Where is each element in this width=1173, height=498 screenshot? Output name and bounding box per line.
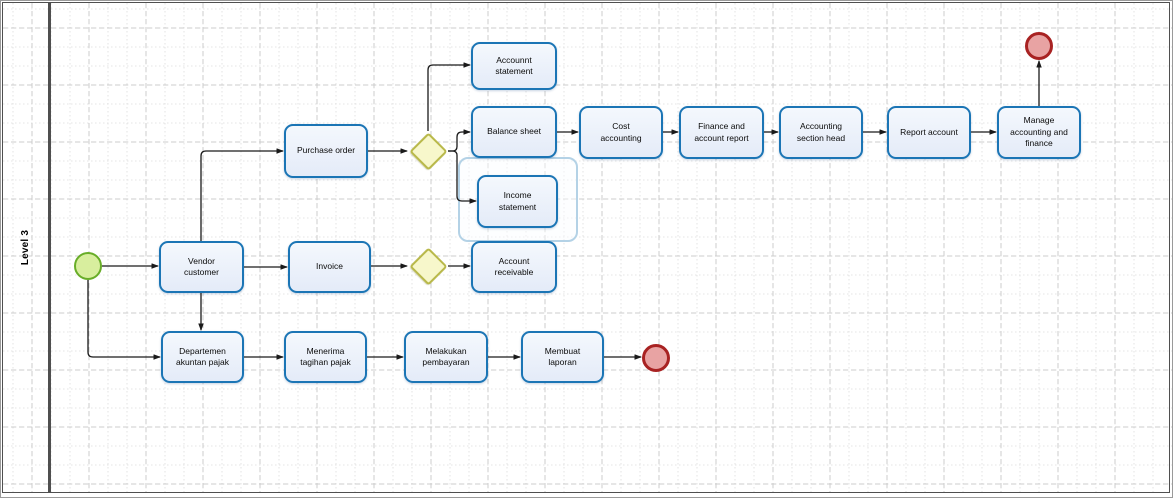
lane-label: Level 3 xyxy=(20,229,31,266)
task-label: Finance and account report xyxy=(694,121,749,143)
task-membuat-laporan[interactable]: Membuat laporan xyxy=(521,331,604,383)
task-label: Invoice xyxy=(316,261,343,272)
task-report-account[interactable]: Report account xyxy=(887,106,971,159)
task-label: Balance sheet xyxy=(487,126,541,137)
task-account-receivable[interactable]: Account receivable xyxy=(471,241,557,293)
task-accounting-section-head[interactable]: Accounting section head xyxy=(779,106,863,159)
task-label: Accounnt statement xyxy=(495,54,533,76)
task-label: Melakukan pembayaran xyxy=(422,345,470,367)
task-departemen-akuntan-pajak[interactable]: Departemen akuntan pajak xyxy=(161,331,244,383)
task-invoice[interactable]: Invoice xyxy=(288,241,371,293)
task-label: Vendor customer xyxy=(184,255,219,277)
sequence-flow-start-to-dept xyxy=(87,280,161,360)
gateway-invoice[interactable] xyxy=(408,246,448,286)
task-menerima-tagihan-pajak[interactable]: Menerima tagihan pajak xyxy=(284,331,367,383)
task-label: Report account xyxy=(900,126,958,137)
task-income-statement[interactable]: Income statement xyxy=(477,175,558,228)
task-cost-accounting[interactable]: Cost accounting xyxy=(579,106,663,159)
task-label: Membuat laporan xyxy=(544,345,581,367)
sequence-flow-gw1-to-balance xyxy=(448,129,471,152)
gateway-diamond-icon xyxy=(408,131,448,171)
task-melakukan-pembayaran[interactable]: Melakukan pembayaran xyxy=(404,331,488,383)
task-label: Income statement xyxy=(498,190,537,212)
sequence-flow-vendor-to-purchase xyxy=(200,148,284,241)
end-event-top[interactable] xyxy=(1025,32,1053,60)
task-label: Purchase order xyxy=(296,145,356,156)
task-label: Departemen akuntan pajak xyxy=(176,345,229,367)
task-account-statement[interactable]: Accounnt statement xyxy=(471,42,557,90)
end-event-bottom[interactable] xyxy=(642,344,670,372)
task-label: Menerima tagihan pajak xyxy=(300,345,351,367)
task-vendor-customer[interactable]: Vendor customer xyxy=(159,241,244,293)
task-label: Accounting section head xyxy=(796,121,846,143)
task-label: Account receivable xyxy=(494,255,534,277)
gateway-purchase-order[interactable] xyxy=(408,131,448,171)
task-label: Cost accounting xyxy=(600,121,642,143)
task-finance-account-report[interactable]: Finance and account report xyxy=(679,106,764,159)
task-balance-sheet[interactable]: Balance sheet xyxy=(471,106,557,158)
task-purchase-order[interactable]: Purchase order xyxy=(284,124,368,178)
lane-label-strip: Level 3 xyxy=(3,3,48,492)
gateway-diamond-icon xyxy=(408,246,448,286)
lane-divider xyxy=(48,3,51,492)
task-manage-accounting-finance[interactable]: Manage accounting and finance xyxy=(997,106,1081,159)
start-event[interactable] xyxy=(74,252,102,280)
sequence-flow-gw1-to-acct_stmt xyxy=(427,62,471,131)
task-label: Manage accounting and finance xyxy=(1010,115,1068,149)
